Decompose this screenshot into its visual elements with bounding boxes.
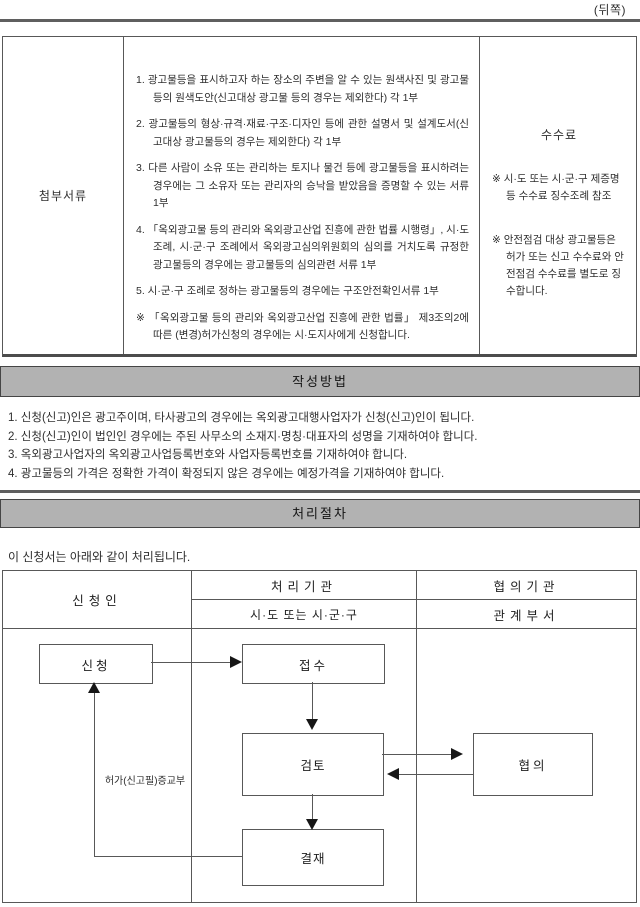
instructions-section-header: 작성방법 xyxy=(0,366,640,397)
fee-note: ※ 안전점검 대상 광고물등은 허가 또는 신고 수수료와 안전점검 수수료를 … xyxy=(492,234,624,297)
flow-node-consult: 협의 xyxy=(473,733,593,796)
flow-node-review: 검토 xyxy=(242,733,384,796)
arrow-left-icon xyxy=(387,768,399,780)
flowchart-header-bottom-divider xyxy=(3,628,636,629)
flow-node-apply: 신청 xyxy=(39,644,153,684)
arrow-down-icon xyxy=(306,719,318,730)
return-flow-label: 허가(신고필)증교부 xyxy=(104,776,186,787)
attachment-item: 2. 광고물등의 형상·규격·재료·구조·디자인 등에 관한 설명서 및 설계도… xyxy=(136,118,469,148)
flow-node-receive: 접수 xyxy=(242,644,385,684)
instruction-item: 1. 신청(신고)인은 광고주이며, 타사광고의 경우에는 옥외광고대행사업자가… xyxy=(8,412,475,424)
instructions-list: 1. 신청(신고)인은 광고주이며, 타사광고의 경우에는 옥외광고대행사업자가… xyxy=(8,409,634,483)
page-side-label: (뒤쪽) xyxy=(593,3,626,17)
flowchart-column-divider-2 xyxy=(416,571,417,902)
column-header-processing-agency: 처리기관 xyxy=(270,579,337,594)
flowchart-column-divider-1 xyxy=(191,571,192,902)
middle-rule xyxy=(0,490,640,493)
arrow-right-icon xyxy=(451,748,463,760)
attachments-table: 첨부서류 1. 광고물등을 표시하고자 하는 장소의 주변을 알 수 있는 원색… xyxy=(2,36,637,357)
flowchart-header-subdivider xyxy=(191,599,636,600)
attachment-item: 1. 광고물등을 표시하고자 하는 장소의 주변을 알 수 있는 원색사진 및 … xyxy=(136,74,469,104)
connector-consult-to-review xyxy=(399,774,473,775)
arrow-up-icon xyxy=(88,682,100,693)
fee-notes: ※ 시·도 또는 시·군·구 제증명 등 수수료 징수조례 참조 ※ 안전점검 … xyxy=(492,171,626,300)
column-header-consult-agency: 협의기관 xyxy=(493,579,560,594)
connector-approve-return-vertical xyxy=(94,693,95,856)
fee-cell: 수수료 ※ 시·도 또는 시·군·구 제증명 등 수수료 징수조례 참조 ※ 안… xyxy=(480,37,636,354)
connector-review-to-approve xyxy=(312,794,313,819)
arrow-right-icon xyxy=(230,656,242,668)
top-rule xyxy=(0,19,640,22)
attachments-row-header: 첨부서류 xyxy=(3,37,124,354)
procedure-section-header: 처리절차 xyxy=(0,499,640,528)
instruction-item: 2. 신청(신고)인이 법인인 경우에는 주된 사무소의 소재지·명칭·대표자의… xyxy=(8,430,478,443)
column-header-consult-agency-sub: 관계부서 xyxy=(493,608,560,623)
procedure-intro-text: 이 신청서는 아래와 같이 처리됩니다. xyxy=(8,550,191,564)
attachments-items-cell: 1. 광고물등을 표시하고자 하는 장소의 주변을 알 수 있는 원색사진 및 … xyxy=(124,37,480,354)
attachment-item: ※ 「옥외광고물 등의 관리와 옥외광고산업 진흥에 관한 법률」 제3조의2에… xyxy=(136,311,469,342)
instruction-item: 4. 광고물등의 가격은 정확한 가격이 확정되지 않은 경우에는 예정가격을 … xyxy=(8,467,445,480)
column-header-applicant: 신청인 xyxy=(72,594,122,608)
fee-title: 수수료 xyxy=(540,128,578,142)
connector-apply-to-receive xyxy=(151,662,230,663)
arrow-down-icon xyxy=(306,819,318,830)
fee-note: ※ 시·도 또는 시·군·구 제증명 등 수수료 징수조례 참조 xyxy=(492,173,620,202)
connector-receive-to-review xyxy=(312,682,313,719)
instruction-item: 3. 옥외광고사업자의 옥외광고사업등록번호와 사업자등록번호를 기재하여야 합… xyxy=(8,449,408,461)
attachment-item: 5. 시·군·구 조례로 정하는 광고물등의 경우에는 구조안전확인서류 1부 xyxy=(136,285,439,297)
procedure-flowchart: 신청인 처리기관 시·도 또는 시·군·구 협의기관 관계부서 신청 접수 검토… xyxy=(2,570,637,903)
connector-approve-return-horizontal xyxy=(94,856,242,857)
flow-node-approve: 결재 xyxy=(242,829,384,886)
column-header-processing-agency-sub: 시·도 또는 시·군·구 xyxy=(250,607,358,622)
connector-review-to-consult xyxy=(382,754,451,755)
attachment-item: 3. 다른 사람이 소유 또는 관리하는 토지나 물건 등에 광고물등을 표시하… xyxy=(136,162,469,209)
attachment-item: 4. 「옥외광고물 등의 관리와 옥외광고산업 진흥에 관한 법률 시행령」, … xyxy=(136,223,469,271)
